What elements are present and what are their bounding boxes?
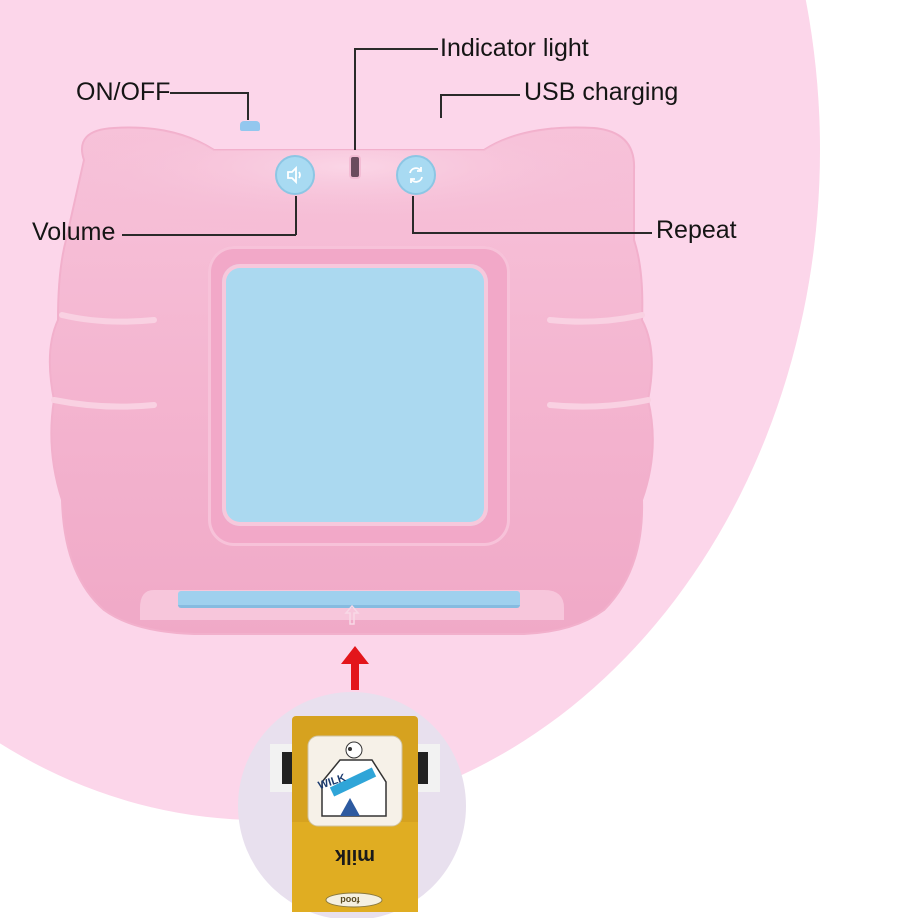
repeat-lead-line	[412, 232, 652, 234]
repeat-icon	[409, 167, 423, 183]
usb-lead-line-vertical	[440, 94, 442, 118]
indicator-lead-line	[354, 48, 438, 50]
volume-lead-line-vertical	[295, 196, 297, 235]
volume-label: Volume	[32, 218, 116, 246]
indicator-light	[349, 155, 361, 179]
on-off-label: ON/OFF	[76, 78, 171, 106]
on-off-lead-line	[170, 92, 248, 94]
card-slot	[178, 591, 520, 608]
usb-charging-label: USB charging	[524, 78, 679, 106]
on-off-lead-line-vertical	[247, 92, 249, 120]
red-up-arrow-icon	[341, 646, 369, 690]
repeat-lead-line-vertical	[412, 196, 414, 233]
speaker-icon	[287, 165, 301, 185]
card-word: milk	[334, 845, 376, 867]
usb-lead-line	[440, 94, 520, 96]
screen	[222, 264, 488, 526]
card-in-slot-illustration	[270, 716, 440, 912]
repeat-label: Repeat	[656, 216, 737, 244]
up-arrow-icon	[344, 604, 360, 625]
indicator-lead-line-vertical	[354, 48, 356, 150]
indicator-light-label: Indicator light	[440, 34, 589, 62]
volume-lead-line	[122, 234, 296, 236]
on-off-switch[interactable]	[240, 121, 260, 131]
repeat-button[interactable]	[396, 155, 436, 195]
card-sub-label: food	[340, 895, 360, 905]
volume-button[interactable]	[275, 155, 315, 195]
